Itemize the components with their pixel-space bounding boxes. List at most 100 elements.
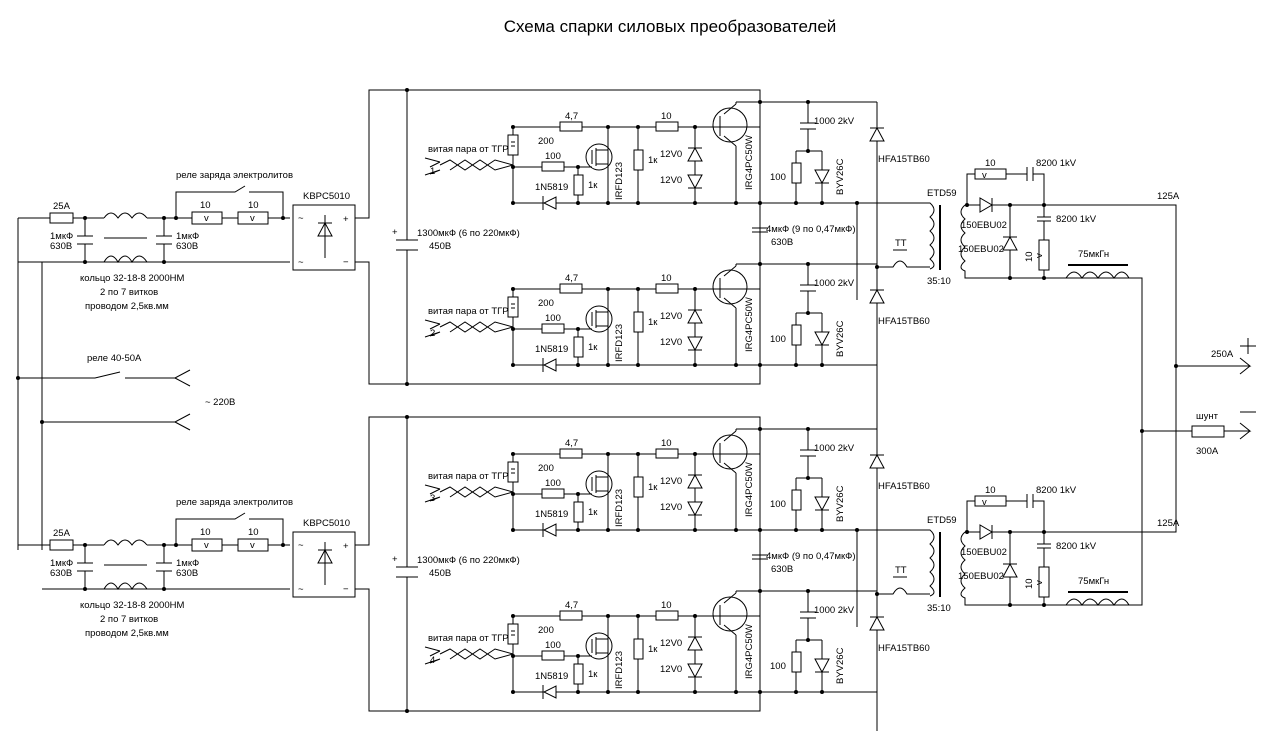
igbt-label: IRG4PC50W [744, 462, 755, 517]
zener-label: 12V0 [660, 502, 682, 513]
fuse-label: 25A [53, 201, 71, 212]
twisted-pair-label: витая пара от ТГР [428, 633, 509, 644]
igbt-label: IRG4PC50W [744, 297, 755, 352]
capacitor-label: 8200 1kV [1056, 541, 1097, 552]
mains-relay-label: реле 40-50А [87, 353, 142, 364]
igbt-label: IRG4PC50W [744, 624, 755, 679]
diode-label: HFA15TB60 [878, 154, 930, 165]
bridge-ac-symbol: ~ [298, 540, 304, 551]
resistor-label: 10 [661, 600, 672, 611]
resistor-label: 10 [1024, 578, 1035, 589]
mosfet-label: IRFD123 [614, 489, 625, 527]
resistor-label: 4,7 [565, 600, 578, 611]
resistor-label: 200 [538, 136, 554, 147]
choke-note-line: кольцо 32-18-8 2000НМ [80, 273, 184, 284]
resistor-label: 4,7 [565, 438, 578, 449]
bridge-label: KBPC5010 [303, 518, 350, 529]
varistor-glyph: v [204, 540, 209, 551]
varistor-glyph: v [250, 540, 255, 551]
cap-voltage-label: 630В [176, 568, 198, 579]
dc-link-cap-label: 4мкФ (9 по 0,47мкФ) [766, 551, 856, 562]
capacitor-label: 8200 1kV [1036, 158, 1077, 169]
bridge-minus-symbol: − [343, 584, 349, 595]
varistor-glyph: v [1034, 253, 1045, 258]
turns-ratio-label: 35:10 [927, 276, 951, 287]
dc-link-cap-label: 4мкФ (9 по 0,47мкФ) [766, 224, 856, 235]
output-terminals [1140, 338, 1256, 440]
charge-resistor-label: 10 [200, 527, 211, 538]
choke-note-line: 2 по 7 витков [100, 287, 158, 298]
diode-label: 1N5819 [535, 671, 568, 682]
resistor-label: 100 [770, 499, 786, 510]
capacitor-label: 8200 1kV [1036, 485, 1077, 496]
rectifier-label: 150EBU02 [961, 220, 1007, 231]
diode-label: 1N5819 [535, 182, 568, 193]
diode-label: 1N5819 [535, 344, 568, 355]
module-current-label: 125A [1157, 518, 1180, 529]
rectifier-label: 150EBU02 [958, 571, 1004, 582]
labels-output: 250A шунт 300A [1196, 349, 1234, 457]
resistor-label: 10 [661, 111, 672, 122]
resistor-label: 1к [648, 155, 658, 166]
resistor-label: 1к [648, 644, 658, 655]
zener-label: 12V0 [660, 149, 682, 160]
labels-mains: реле 40-50А ~ 220В [87, 353, 235, 408]
diode-label: BYV26C [835, 158, 846, 195]
resistor-label: 10 [985, 485, 996, 496]
shunt-rating-label: 300A [1196, 446, 1219, 457]
current-transformer-label: TT [895, 238, 907, 249]
channel-number-label: 3 [430, 493, 435, 504]
cap-value-label: 1мкФ [176, 231, 199, 242]
resistor-label: 4,7 [565, 273, 578, 284]
capacitor-polarity-label: + [392, 227, 398, 238]
capacitor-polarity-label: + [392, 554, 398, 565]
inductor-label: 75мкГн [1078, 576, 1109, 587]
mosfet-label: IRFD123 [614, 324, 625, 362]
rectifier-label: 150EBU02 [958, 244, 1004, 255]
channel-number-label: 2 [430, 328, 435, 339]
zener-label: 12V0 [660, 476, 682, 487]
charge-resistor-label: 10 [248, 527, 259, 538]
resistor-label: 1к [648, 482, 658, 493]
bridge-ac-symbol: ~ [298, 584, 304, 595]
transformer-label: ETD59 [927, 188, 957, 199]
turns-ratio-label: 35:10 [927, 603, 951, 614]
cap-voltage-label: 630В [50, 241, 72, 252]
capacitor-label: 1000 2kV [814, 443, 855, 454]
cap-voltage-label: 630В [176, 241, 198, 252]
cap-value-label: 1мкФ [50, 231, 73, 242]
capacitor-label: 1000 2kV [814, 116, 855, 127]
bridge-plus-symbol: + [343, 541, 349, 552]
labels-input-upper: 25A 1мкФ 630В 1мкФ 630В реле заряда элек… [50, 170, 350, 312]
resistor-label: 10 [661, 438, 672, 449]
labels-input-lower: 25A 1мкФ 630В 1мкФ 630В реле заряда элек… [50, 497, 350, 639]
charge-resistor-label: 10 [248, 200, 259, 211]
bridge-label: KBPC5010 [303, 191, 350, 202]
choke-note-line: кольцо 32-18-8 2000НМ [80, 600, 184, 611]
twisted-pair-label: витая пара от ТГР [428, 144, 509, 155]
transformer-label: ETD59 [927, 515, 957, 526]
resistor-label: 10 [661, 273, 672, 284]
zener-label: 12V0 [660, 175, 682, 186]
resistor-label: 100 [770, 172, 786, 183]
diode-label: HFA15TB60 [878, 316, 930, 327]
resistor-label: 100 [545, 478, 561, 489]
resistor-label: 1к [588, 342, 598, 353]
resistor-label: 100 [770, 661, 786, 672]
resistor-label: 1к [648, 317, 658, 328]
resistor-label: 200 [538, 463, 554, 474]
bridge-minus-symbol: − [343, 257, 349, 268]
capacitor-label: 1000 2kV [814, 278, 855, 289]
resistor-label: 100 [545, 640, 561, 651]
dc-link-voltage-label: 630В [771, 237, 793, 248]
resistor-label: 10 [1024, 251, 1035, 262]
bulk-voltage-label: 450В [429, 241, 451, 252]
varistor-glyph: v [1034, 580, 1045, 585]
zener-label: 12V0 [660, 638, 682, 649]
lower-converter [18, 415, 1177, 731]
module-current-label: 125A [1157, 191, 1180, 202]
mosfet-label: IRFD123 [614, 162, 625, 200]
shunt-label: шунт [1196, 411, 1219, 422]
varistor-glyph: v [982, 170, 987, 181]
